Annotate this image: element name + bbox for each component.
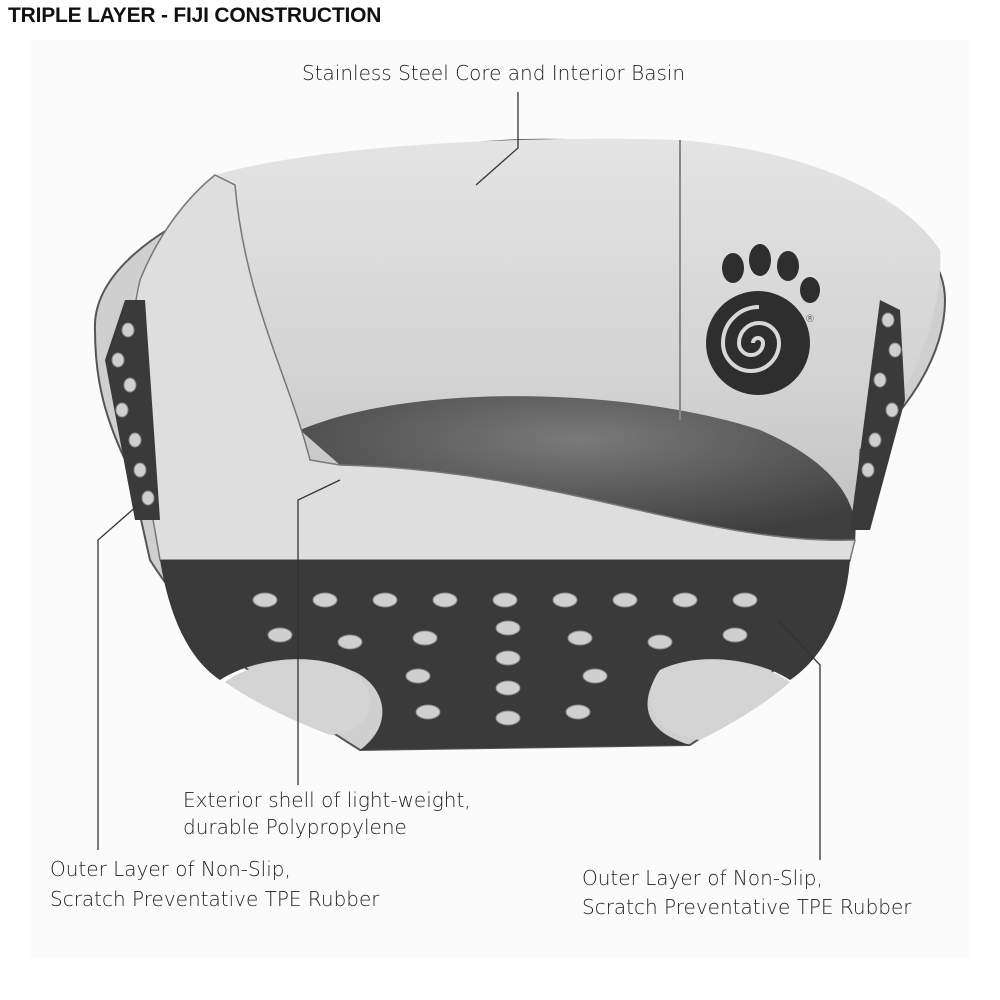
rubber-hole <box>121 322 135 338</box>
rubber-hole <box>885 402 899 418</box>
rubber-cutout-right <box>650 660 790 740</box>
rubber-hole <box>552 592 578 608</box>
rubber-hole <box>732 592 758 608</box>
page-title: TRIPLE LAYER - FIJI CONSTRUCTION <box>8 4 382 27</box>
rubber-hole <box>881 312 895 328</box>
rubber-hole <box>337 634 363 650</box>
rubber-hole <box>312 592 338 608</box>
rubber-hole <box>372 592 398 608</box>
rubber-hole <box>495 710 521 726</box>
rubber-hole <box>612 592 638 608</box>
rubber-hole <box>495 650 521 666</box>
rubber-hole <box>582 668 608 684</box>
label-steel-core: Stainless Steel Core and Interior Basin <box>302 61 686 85</box>
rubber-hole <box>412 630 438 646</box>
label-shell-2: durable Polypropylene <box>183 815 407 839</box>
rubber-hole <box>495 620 521 636</box>
rubber-hole <box>111 352 125 368</box>
rubber-hole <box>672 592 698 608</box>
label-rubber-right-1: Outer Layer of Non-Slip, <box>582 866 823 890</box>
rubber-hole <box>722 627 748 643</box>
rubber-hole <box>492 592 518 608</box>
rubber-hole <box>565 704 591 720</box>
rubber-hole <box>128 432 142 448</box>
rubber-hole <box>873 372 887 388</box>
rubber-hole <box>267 627 293 643</box>
paw-logo-icon <box>706 244 820 395</box>
rubber-hole <box>252 592 278 608</box>
label-rubber-left-2: Scratch Preventative TPE Rubber <box>50 887 380 911</box>
rubber-hole <box>405 668 431 684</box>
registered-mark: ® <box>805 314 815 325</box>
steel-basin <box>300 396 856 541</box>
label-shell-1: Exterior shell of light-weight, <box>183 788 471 812</box>
rubber-hole <box>123 377 137 393</box>
leader-lines <box>97 92 821 860</box>
rubber-hole <box>133 462 147 478</box>
rubber-hole <box>647 634 673 650</box>
rubber-hole <box>432 592 458 608</box>
polypropylene-shell <box>131 174 856 561</box>
rubber-hole <box>888 342 902 358</box>
rubber-hole <box>141 490 155 506</box>
rubber-hole <box>495 680 521 696</box>
rubber-hole <box>415 704 441 720</box>
rubber-hole <box>567 630 593 646</box>
rubber-hole <box>868 432 882 448</box>
rubber-hole <box>861 462 875 478</box>
label-rubber-right-2: Scratch Preventative TPE Rubber <box>582 895 912 919</box>
rubber-hole <box>115 402 129 418</box>
label-rubber-left-1: Outer Layer of Non-Slip, <box>50 857 291 881</box>
